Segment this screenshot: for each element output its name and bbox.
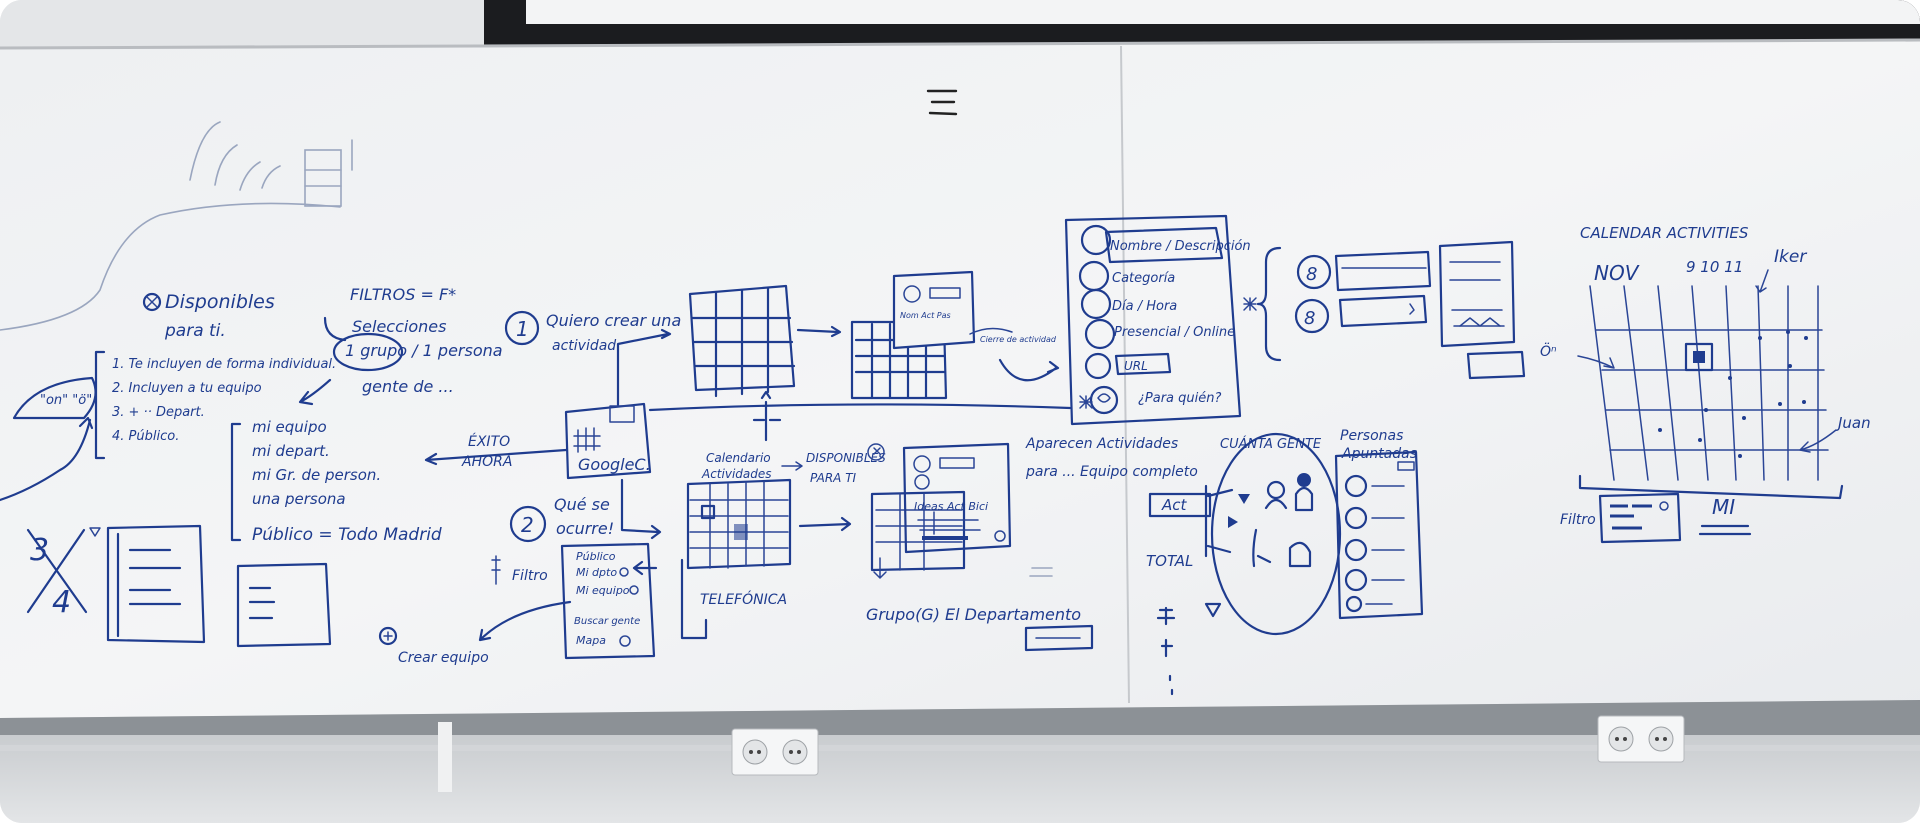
- calendario-label-1: Calendario: [706, 451, 771, 465]
- target-2: mi depart.: [252, 442, 330, 460]
- disponibles-title: Disponibles: [165, 291, 275, 313]
- aparecen-line1: Aparecen Actividades: [1025, 436, 1178, 452]
- target-1: mi equipo: [252, 418, 327, 436]
- form-title: Ideas Act Bici: [914, 500, 988, 513]
- option-mapa: Mapa: [576, 634, 606, 647]
- crear-line1: Quiero crear una: [546, 311, 681, 330]
- calendar-right-day: MI: [1712, 495, 1735, 519]
- svg-text:Öⁿ: Öⁿ: [1540, 342, 1557, 360]
- svg-text:8: 8: [1306, 264, 1317, 285]
- power-socket-right: [1597, 715, 1685, 763]
- black-scribble: [926, 89, 958, 116]
- svg-text:2: 2: [521, 513, 534, 537]
- doc-sketch-1: [106, 524, 206, 644]
- projector-screen-surface: [526, 0, 1920, 24]
- disponibles-item-3: 3. + ·· Depart.: [112, 405, 205, 420]
- calendar-form-sketch: Ideas Act Bici Grupo(G) El Departamento: [866, 442, 1094, 652]
- crossed-numbers: 3 4: [26, 527, 101, 620]
- calendar-right-days: 9 10 11: [1686, 258, 1743, 276]
- filtros-selecciones: Selecciones: [352, 317, 446, 336]
- doc-sketch-2: [236, 562, 332, 648]
- disponibles-label-1: DISPONIBLES: [806, 451, 886, 465]
- crear-actividad: 1 Quiero crear una actividad: [504, 310, 681, 408]
- misc-symbols: [1156, 602, 1222, 696]
- grid-sketch-1: [688, 284, 842, 398]
- bubble-text: "on" "ö": [40, 393, 92, 408]
- ocurre-section: 2 Qué se ocurre! Filtro Público Mi dpto …: [378, 478, 662, 666]
- calendar-right-month: NOV: [1594, 261, 1640, 285]
- google-calendar-icon: GoogleC. ÉXITO AHORA: [424, 402, 652, 480]
- svg-text:1: 1: [516, 317, 529, 341]
- svg-text:3: 3: [30, 533, 49, 568]
- disponibles-item-4: 4. Público.: [112, 429, 179, 444]
- disponibles-item-2: 2. Incluyen a tu equipo: [112, 381, 262, 396]
- svg-text:Nom Act Pas: Nom Act Pas: [900, 311, 951, 320]
- targets-list: mi equipo mi depart. mi Gr. de person. u…: [230, 418, 442, 545]
- filtros-title: FILTROS = F*: [350, 285, 456, 304]
- marker-tray: [0, 700, 1920, 735]
- target-4: una persona: [252, 490, 346, 508]
- calendar-activities-sketch: CALENDAR ACTIVITIES NOV 9 10 11 Iker Öⁿ …: [1540, 224, 1871, 544]
- target-3: mi Gr. de person.: [252, 466, 381, 484]
- grid-popup-sketch: Nom Act Pas Cierre de actividad: [850, 270, 1060, 400]
- svg-text:4: 4: [52, 585, 71, 620]
- connector-line: [648, 390, 1072, 442]
- ocurre-line2: ocurre!: [556, 519, 614, 538]
- aparecen-note: Aparecen Actividades para ... Equipo com…: [1025, 436, 1198, 480]
- filtros-gente: gente de ...: [362, 377, 454, 396]
- option-publico: Público: [576, 550, 616, 563]
- form-field-4: Presencial / Online: [1114, 325, 1235, 340]
- calendario-label-2: Actividades: [701, 467, 772, 481]
- aparecen-line2: para ... Equipo completo: [1025, 464, 1198, 480]
- form-field-3: Día / Hora: [1112, 299, 1177, 314]
- faint-erased-sketch: [0, 121, 353, 331]
- telefonica-label: TELEFÓNICA: [700, 590, 787, 608]
- grupo-label: Grupo(G) El Departamento: [866, 605, 1081, 624]
- option-mi-dpto: Mi dpto: [576, 566, 617, 579]
- crear-line2: actividad: [552, 338, 616, 354]
- calendar-right-name-1: Iker: [1774, 247, 1807, 267]
- total-label: TOTAL: [1146, 552, 1193, 570]
- option-buscar: Buscar gente: [574, 616, 640, 627]
- exito-label: ÉXITO: [468, 433, 510, 450]
- form-field-6: ¿Para quién?: [1138, 391, 1221, 406]
- form-field-1: Nombre / Descripción: [1110, 239, 1251, 254]
- filtro-label: Filtro: [512, 568, 548, 584]
- calendar-grid-sketch: Calendario Actividades TELEFÓNICA DISPON…: [680, 443, 886, 640]
- filtros-note: FILTROS = F* Selecciones 1 grupo / 1 per…: [298, 285, 503, 406]
- whiteboard-surface: [0, 40, 1920, 718]
- form-field-2: Categoría: [1112, 271, 1175, 286]
- activity-form-sketch: Nombre / Descripción Categoría Día / Hor…: [1064, 214, 1251, 426]
- disponibles-note: Disponibles para ti. 1. Te incluyen de f…: [94, 291, 336, 460]
- board-top-edge: [0, 38, 1920, 50]
- power-socket-left: [731, 728, 819, 776]
- svg-text:8: 8: [1304, 308, 1315, 329]
- disponibles-item-1: 1. Te incluyen de forma individual.: [112, 357, 336, 372]
- option-mi-equipo: Mi equipo: [576, 584, 630, 597]
- disponibles-label-2: PARA TI: [810, 471, 857, 485]
- crear-equipo-label: Crear equipo: [398, 650, 489, 666]
- google-label: GoogleC.: [578, 455, 651, 474]
- cuanta-title: CUÁNTA GENTE: [1220, 436, 1322, 452]
- svg-text:Cierre de actividad: Cierre de actividad: [980, 335, 1057, 344]
- calendar-right-title: CALENDAR ACTIVITIES: [1580, 224, 1749, 242]
- target-5: Público = Todo Madrid: [252, 525, 442, 545]
- form-variant-sketch: 8 8: [1243, 240, 1526, 380]
- speech-bubble: "on" "ö": [0, 376, 97, 502]
- calendar-right-name-2: Juan: [1835, 414, 1871, 432]
- ahora-label: AHORA: [461, 454, 512, 470]
- personas-label-1: Personas: [1340, 428, 1403, 444]
- form-field-5: URL: [1124, 359, 1148, 373]
- disponibles-subtitle: para ti.: [164, 321, 226, 341]
- calendar-right-filtro: Filtro: [1560, 512, 1596, 528]
- act-label: Act: [1161, 496, 1188, 514]
- ocurre-line1: Qué se: [554, 495, 610, 514]
- filtros-grupo: 1 grupo / 1 persona: [345, 341, 503, 360]
- cuanta-gente-section: CUÁNTA GENTE Personas Apuntadas Act TOTA…: [1146, 428, 1424, 636]
